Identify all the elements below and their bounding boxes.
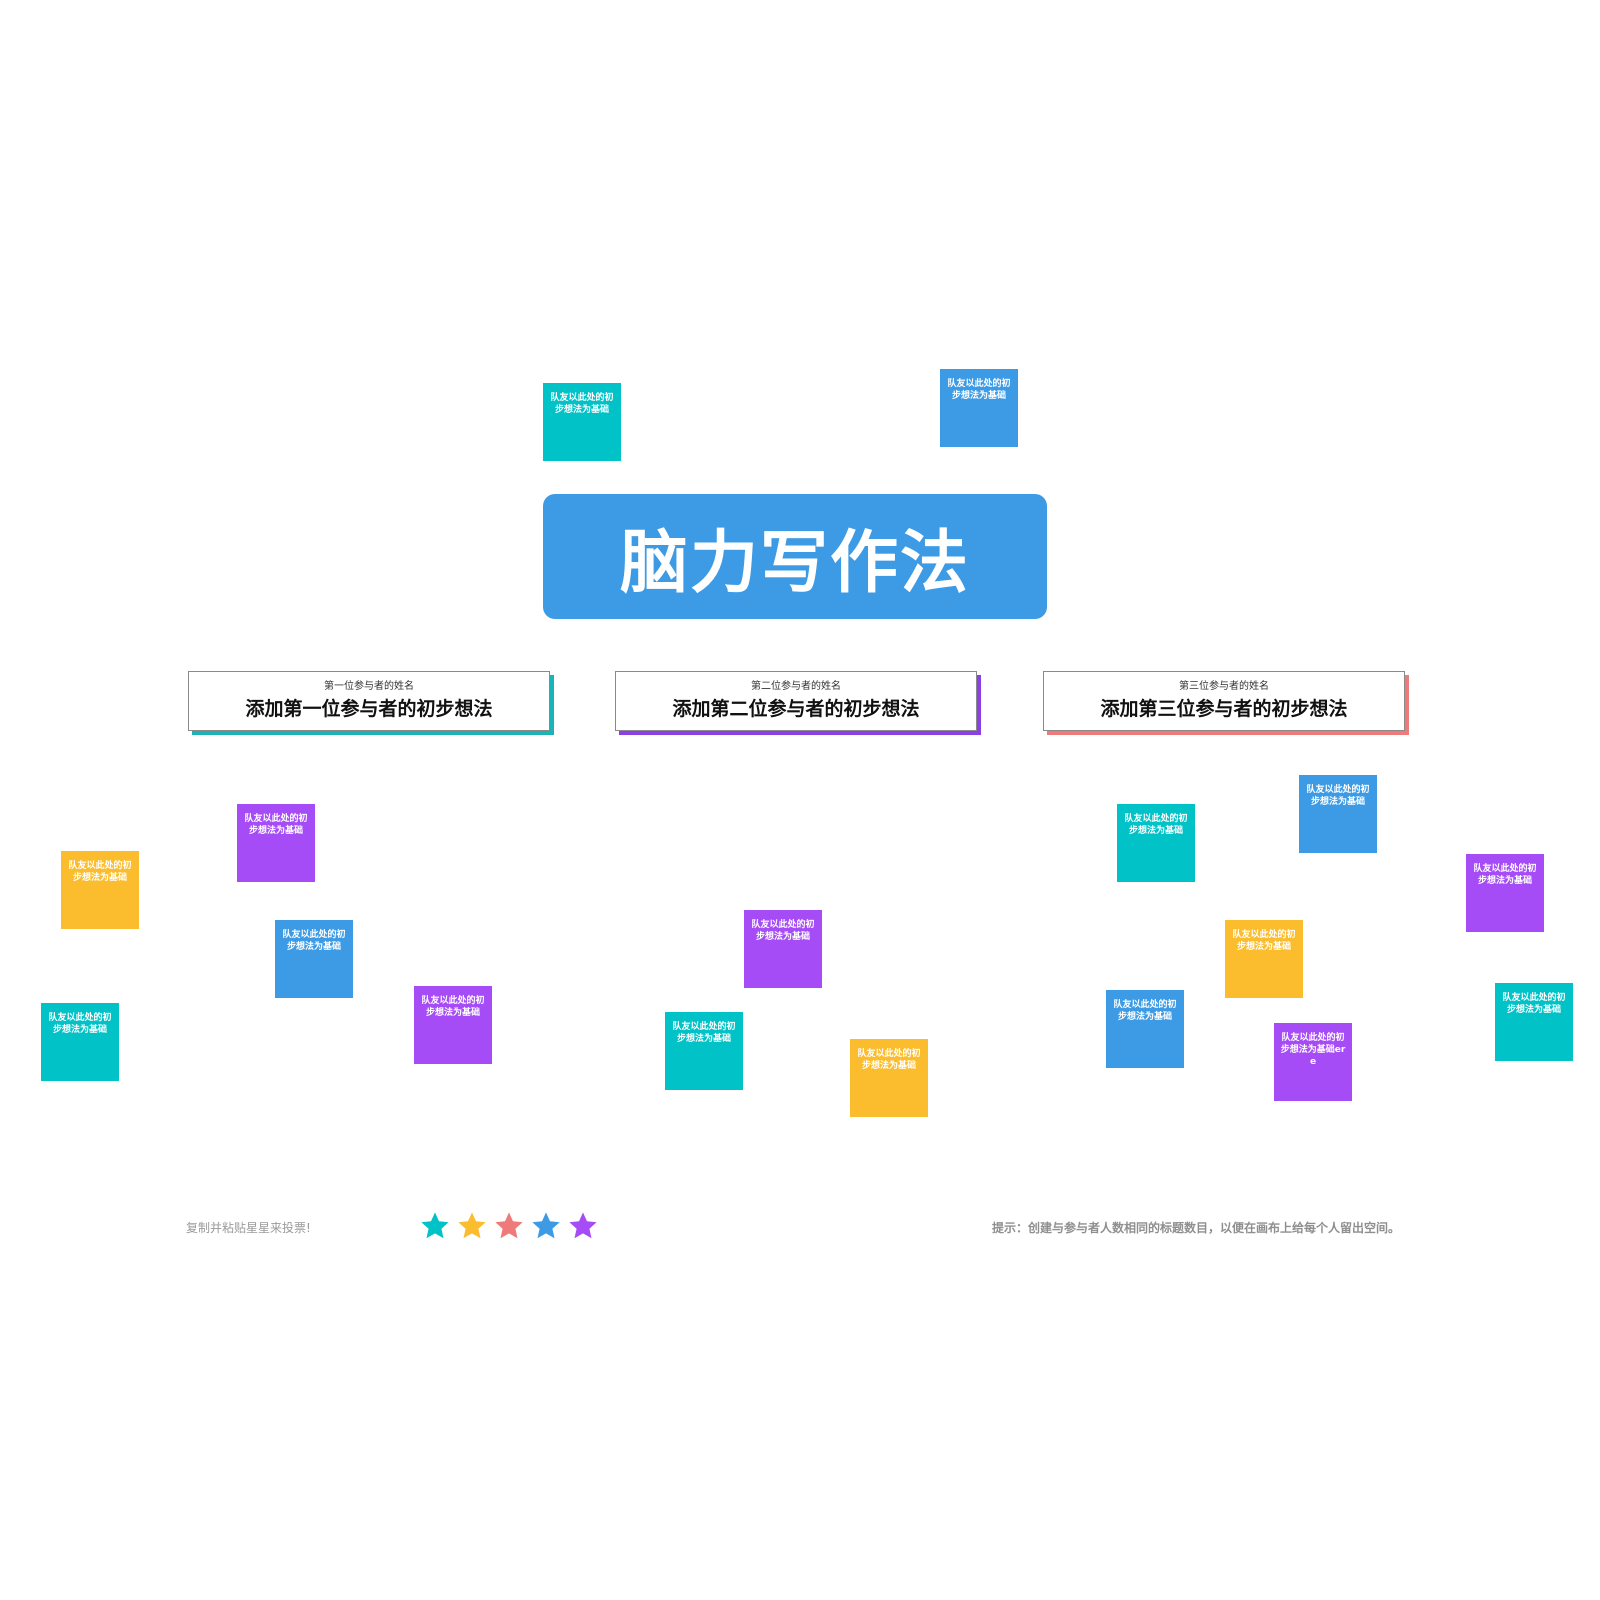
participant-name: 第一位参与者的姓名: [324, 681, 414, 692]
sticky-note[interactable]: 队友以此处的初步想法为基础: [665, 1012, 743, 1090]
star-icon[interactable]: [419, 1210, 451, 1242]
sticky-note[interactable]: 队友以此处的初步想法为基础: [1225, 920, 1303, 998]
sticky-note[interactable]: 队友以此处的初步想法为基础: [1299, 775, 1377, 853]
star-icon[interactable]: [530, 1210, 562, 1242]
sticky-note[interactable]: 队友以此处的初步想法为基础: [1466, 854, 1544, 932]
sticky-note[interactable]: 队友以此处的初步想法为基础: [744, 910, 822, 988]
participant-name: 第三位参与者的姓名: [1179, 681, 1269, 692]
sticky-note[interactable]: 队友以此处的初步想法为基础ere: [1274, 1023, 1352, 1101]
sticky-note[interactable]: 队友以此处的初步想法为基础: [237, 804, 315, 882]
star-icon[interactable]: [456, 1210, 488, 1242]
sticky-note[interactable]: 队友以此处的初步想法为基础: [41, 1003, 119, 1081]
vote-stars: [419, 1210, 604, 1242]
star-icon[interactable]: [567, 1210, 599, 1242]
board-title[interactable]: 脑力写作法: [543, 494, 1047, 619]
sticky-note[interactable]: 队友以此处的初步想法为基础: [940, 369, 1018, 447]
sticky-note[interactable]: 队友以此处的初步想法为基础: [543, 383, 621, 461]
star-icon[interactable]: [493, 1210, 525, 1242]
sticky-note[interactable]: 队友以此处的初步想法为基础: [1495, 983, 1573, 1061]
sticky-note[interactable]: 队友以此处的初步想法为基础: [1117, 804, 1195, 882]
sticky-note[interactable]: 队友以此处的初步想法为基础: [414, 986, 492, 1064]
vote-instruction: 复制并粘贴星星来投票!: [186, 1221, 311, 1235]
sticky-note[interactable]: 队友以此处的初步想法为基础: [61, 851, 139, 929]
participant-header-3[interactable]: 第三位参与者的姓名 添加第三位参与者的初步想法: [1043, 671, 1409, 735]
participant-header-2[interactable]: 第二位参与者的姓名 添加第二位参与者的初步想法: [615, 671, 981, 735]
header-face: 第一位参与者的姓名 添加第一位参与者的初步想法: [188, 671, 550, 731]
participant-header-1[interactable]: 第一位参与者的姓名 添加第一位参与者的初步想法: [188, 671, 554, 735]
participant-name: 第二位参与者的姓名: [751, 681, 841, 692]
header-face: 第三位参与者的姓名 添加第三位参与者的初步想法: [1043, 671, 1405, 731]
participant-idea-title: 添加第一位参与者的初步想法: [245, 698, 493, 720]
sticky-note[interactable]: 队友以此处的初步想法为基础: [275, 920, 353, 998]
header-face: 第二位参与者的姓名 添加第二位参与者的初步想法: [615, 671, 977, 731]
tip-text: 提示：创建与参与者人数相同的标题数目，以便在画布上给每个人留出空间。: [991, 1221, 1400, 1235]
sticky-note[interactable]: 队友以此处的初步想法为基础: [850, 1039, 928, 1117]
sticky-note[interactable]: 队友以此处的初步想法为基础: [1106, 990, 1184, 1068]
participant-idea-title: 添加第三位参与者的初步想法: [1100, 698, 1348, 720]
participant-idea-title: 添加第二位参与者的初步想法: [672, 698, 920, 720]
